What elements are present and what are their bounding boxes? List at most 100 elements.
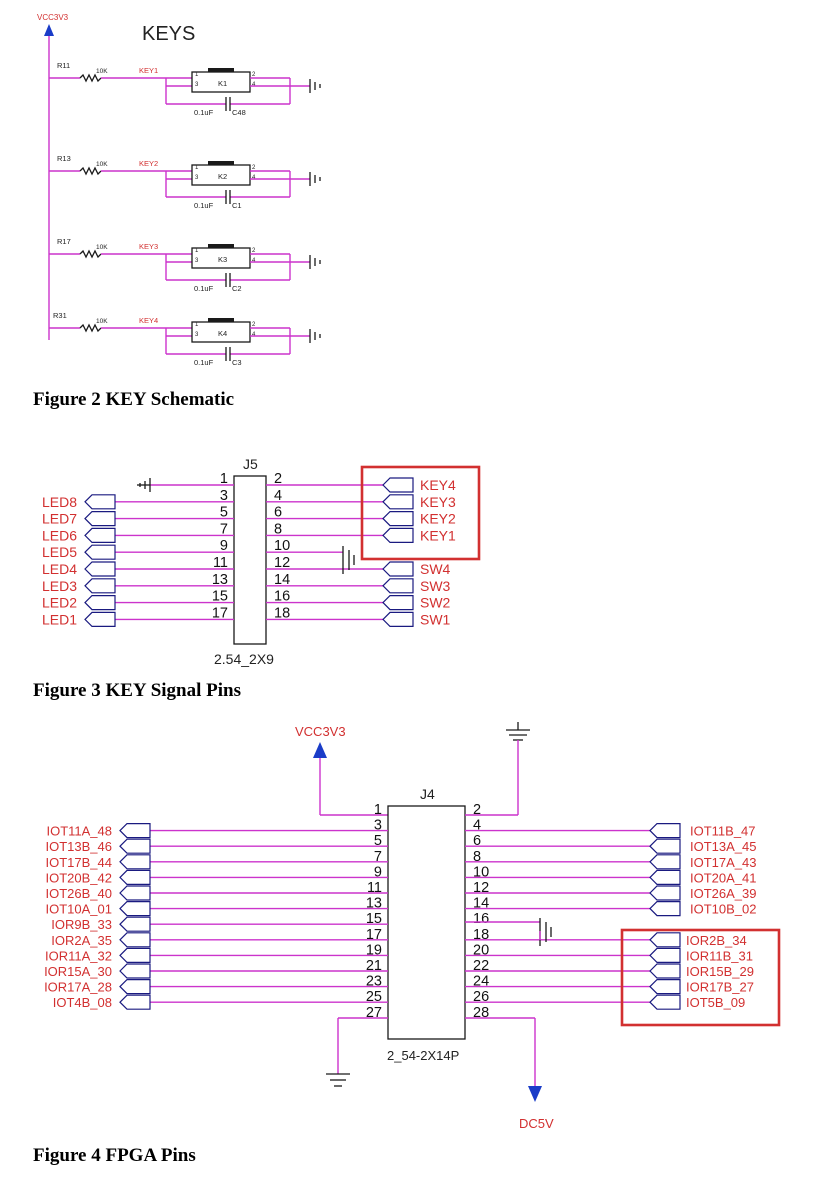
pin-number: 12	[473, 880, 489, 896]
capacitor-designator: C2	[232, 284, 242, 293]
port-flag-icon	[119, 932, 151, 948]
pin-number: 15	[366, 911, 382, 927]
led-net-label: LED8	[42, 494, 77, 510]
port-flag-icon	[119, 978, 151, 995]
pin-number: 6	[274, 505, 282, 521]
pin-number: 12	[274, 555, 290, 571]
port-flag-icon	[649, 994, 681, 1010]
pin-number: 23	[366, 974, 382, 990]
vcc-arrow-icon	[313, 742, 327, 758]
port-flag-icon	[84, 578, 116, 594]
fpga-net-label: IOR11A_32	[45, 948, 112, 963]
port-flag-icon	[84, 511, 116, 527]
sw-net-label: SW4	[420, 561, 451, 577]
pin-number: 10	[473, 864, 489, 880]
port-flag-icon	[382, 477, 414, 493]
port-flag-icon	[649, 978, 681, 995]
fpga-net-label: IOR9B_33	[51, 917, 112, 932]
figure2-caption: Figure 2 KEY Schematic	[33, 389, 235, 410]
pin-number: 2	[274, 471, 282, 487]
sw-net-label: SW3	[420, 578, 451, 594]
fpga-net-label: IOT10B_02	[690, 902, 757, 917]
pin-number: 3	[220, 488, 228, 504]
port-flag-icon	[649, 947, 681, 964]
pin-number: 20	[473, 942, 489, 958]
port-flag-icon	[84, 611, 116, 628]
figure4-caption: Figure 4 FPGA Pins	[33, 1145, 196, 1166]
fpga-net-label: IOR17B_27	[686, 980, 754, 995]
fpga-net-label: IOT20B_42	[46, 870, 113, 885]
ground-icon	[342, 546, 355, 574]
pin-number: 18	[473, 927, 489, 943]
capacitor-designator: C1	[232, 201, 242, 210]
pin-number: 9	[220, 538, 228, 554]
fpga-net-label: IOT11A_48	[46, 824, 112, 839]
port-flag-icon	[649, 963, 681, 979]
pin-number: 21	[366, 958, 382, 974]
fpga-net-label: IOR2A_35	[51, 933, 112, 948]
port-flag-icon	[84, 594, 116, 611]
vcc-label: VCC3V3	[37, 13, 69, 22]
port-flag-icon	[382, 494, 414, 510]
port-flag-icon	[382, 578, 414, 594]
svg-text:3: 3	[195, 175, 199, 181]
resistor-value: 10K	[96, 161, 108, 168]
pin-number: 19	[366, 942, 382, 958]
capacitor-designator: C48	[232, 108, 246, 117]
fpga-net-label: IOR15A_30	[44, 964, 112, 979]
pin-number: 15	[212, 589, 228, 605]
pin-number: 4	[274, 488, 282, 504]
resistor-designator: R31	[53, 311, 67, 320]
led-net-label: LED6	[42, 527, 77, 543]
pin-number: 27	[366, 1005, 382, 1021]
resistor-value: 10K	[96, 318, 108, 325]
key-circuit-row: R11 10K KEY1 K1 1 3 2 4	[49, 61, 321, 117]
switch-designator: K3	[218, 255, 227, 264]
svg-text:2: 2	[252, 72, 256, 78]
resistor-designator: R17	[57, 237, 71, 246]
resistor-designator: R13	[57, 154, 71, 163]
pin-number: 1	[374, 802, 382, 818]
pin-number: 16	[473, 911, 489, 927]
svg-text:3: 3	[195, 332, 199, 338]
port-flag-icon	[119, 838, 151, 854]
key-highlight-box	[360, 465, 481, 561]
pin-number: 7	[374, 849, 382, 865]
ior-highlight-box	[620, 928, 781, 1027]
svg-text:1: 1	[195, 248, 199, 254]
fpga-net-label: IOR15B_29	[686, 964, 754, 979]
fpga-pins: VCC3V3 J4 2_54-2X14P 1357911131517192123…	[44, 722, 781, 1131]
pin-number: 17	[212, 605, 228, 621]
pin-number: 6	[473, 833, 481, 849]
resistor-value: 10K	[96, 244, 108, 251]
port-flag-icon	[649, 869, 681, 886]
key-circuit-row: R13 10K KEY2 K2 1 3 2 4	[49, 154, 321, 210]
pin-number: 18	[274, 605, 290, 621]
pin-number: 9	[374, 864, 382, 880]
key-net-label: KEY2	[139, 159, 158, 168]
port-flag-icon	[382, 511, 414, 527]
port-flag-icon	[84, 527, 116, 544]
pin-number: 13	[366, 896, 382, 912]
pin-number: 16	[274, 589, 290, 605]
fpga-net-label: IOT5B_09	[686, 995, 745, 1010]
dc5v-arrow-icon	[528, 1086, 542, 1102]
port-flag-icon	[649, 854, 681, 870]
connector-body	[233, 475, 267, 645]
key-net-label: KEY2	[420, 511, 456, 527]
pin-number: 11	[367, 880, 382, 896]
pin-number: 3	[374, 818, 382, 834]
fpga-net-label: IOT26B_40	[46, 886, 113, 901]
svg-text:3: 3	[195, 258, 199, 264]
svg-text:4: 4	[252, 82, 256, 88]
led-net-label: LED4	[42, 561, 77, 577]
port-flag-icon	[84, 544, 116, 560]
port-flag-icon	[119, 822, 151, 839]
pin-number: 8	[274, 521, 282, 537]
pin-number: 1	[220, 471, 228, 487]
connector-designator: J5	[243, 456, 258, 472]
pin-number: 24	[473, 974, 489, 990]
capacitor-value: 0.1uF	[194, 108, 214, 117]
switch-designator: K4	[218, 329, 227, 338]
svg-text:4: 4	[252, 332, 256, 338]
